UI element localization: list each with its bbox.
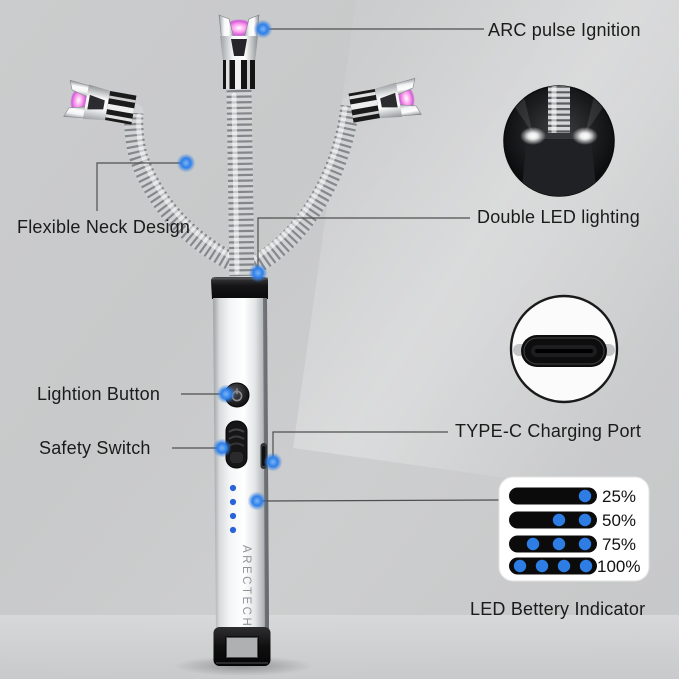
- battery-bar: [509, 487, 597, 505]
- callout-lines: [96, 28, 500, 502]
- label-flexible-neck: Flexible Neck Design: [17, 217, 191, 237]
- battery-charge-dot: [578, 537, 592, 551]
- label-lightion-button: Lightion Button: [37, 384, 161, 404]
- battery-charge-dot: [513, 559, 527, 573]
- brand-text: ARECTECH: [240, 545, 252, 628]
- label-safety-switch: Safety Switch: [39, 438, 151, 458]
- battery-charge-dot: [557, 559, 571, 573]
- body-led-indicator: [229, 484, 237, 534]
- label-led-battery: LED Bettery Indicator: [470, 599, 646, 619]
- main-neck: [226, 77, 255, 289]
- battery-indicator-card: 25% 50% 75% 100%: [498, 476, 650, 582]
- label-double-led: Double LED lighting: [477, 207, 640, 227]
- battery-charge-dot: [552, 537, 566, 551]
- label-type-c-port: TYPE-C Charging Port: [455, 421, 642, 441]
- flexible-neck-left: [63, 79, 255, 278]
- double-led-inset: [503, 85, 615, 197]
- battery-rows: 25% 50% 75% 100%: [509, 487, 640, 576]
- battery-charge-dot: [535, 559, 549, 573]
- battery-bar: [509, 557, 597, 575]
- left-head: [63, 79, 138, 129]
- battery-charge-dot: [526, 537, 540, 551]
- label-arc-pulse-ignition: ARC pulse Ignition: [488, 20, 641, 40]
- battery-percent-label: 75%: [602, 535, 636, 554]
- callout-marker-dots: [176, 19, 283, 511]
- battery-charge-dot: [578, 513, 592, 527]
- battery-charge-dot: [552, 513, 566, 527]
- base-hanging-hole: [213, 627, 271, 666]
- lighter-body: ARECTECH: [211, 277, 271, 666]
- type-c-inset: [509, 294, 619, 404]
- battery-charge-dot: [578, 489, 592, 503]
- battery-charge-dot: [579, 559, 593, 573]
- top-cap: [211, 277, 268, 299]
- arc-ignition-head: [218, 14, 260, 90]
- right-head: [347, 77, 422, 127]
- battery-percent-label: 25%: [602, 487, 636, 506]
- battery-percent-label: 50%: [602, 511, 636, 530]
- led-glow-left: [520, 127, 546, 145]
- flexible-neck-right: [240, 77, 422, 278]
- battery-percent-label: 100%: [597, 557, 640, 576]
- led-glow-right: [572, 127, 598, 145]
